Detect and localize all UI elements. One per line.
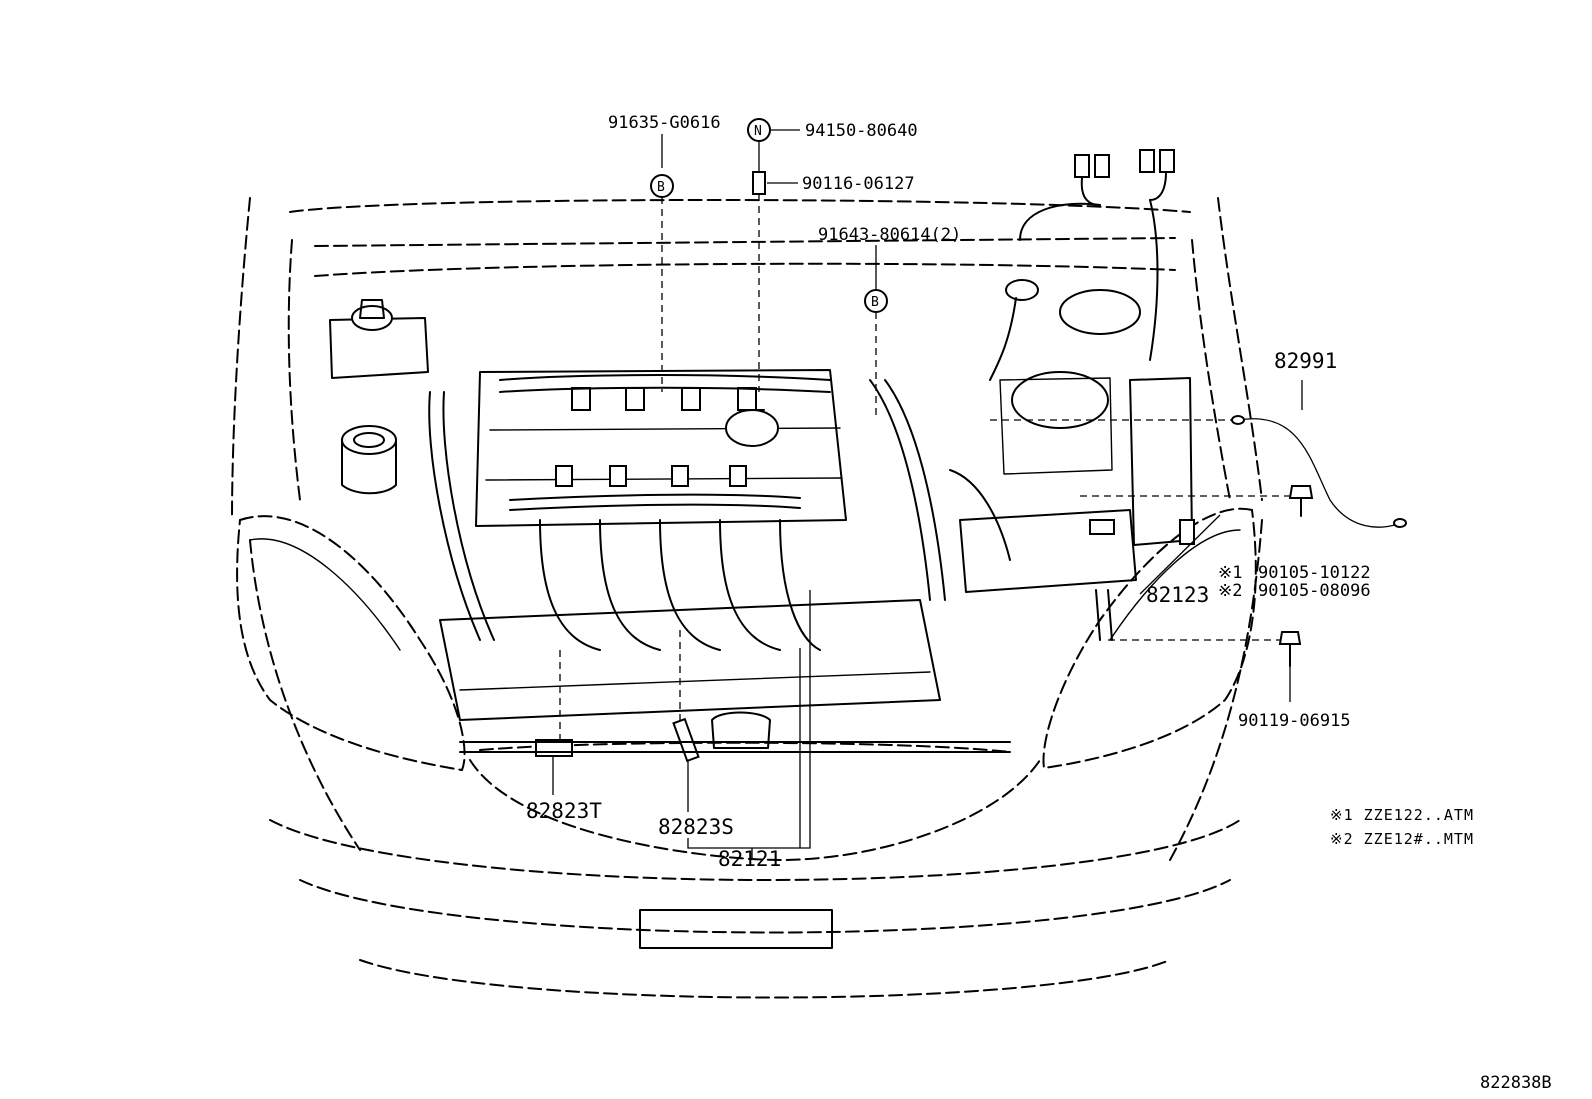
label-82991: 82991 [1274,349,1337,373]
label-82123: 82123 [1146,583,1209,607]
label-94150: 94150-80640 [805,121,918,141]
part-labels: 91635-G0616 B N 94150-80640 90116-06127 … [526,113,1371,871]
label-82121: 82121 [718,847,781,871]
coil-row-top [571,387,757,411]
label-91643: 91643-80614(2) [818,225,961,245]
mark-2: ※2 [1218,581,1242,601]
engine-bay [329,149,1195,763]
label-90105-b: 90105-08096 [1258,581,1371,601]
label-90119: 90119-06915 [1238,711,1351,731]
circle-b-2: B [871,295,879,310]
mark-1: ※1 [1218,563,1242,583]
legend-note-1: ※1 ZZE122..ATM [1330,806,1474,824]
label-90105-a: 90105-10122 [1258,563,1371,583]
legend: ※1 ZZE122..ATM ※2 ZZE12#..MTM [1330,806,1474,848]
callout-leaders [552,118,1407,858]
circle-b-1: B [657,180,665,195]
label-91635: 91635-G0616 [608,113,721,133]
diagram-id: 822838B [1480,1073,1552,1093]
legend-note-2: ※2 ZZE12#..MTM [1330,830,1474,848]
label-90116: 90116-06127 [802,174,915,194]
label-82823T: 82823T [526,799,602,823]
coil-row-lower [555,465,747,487]
label-82823S: 82823S [658,815,734,839]
circle-n: N [754,124,762,139]
